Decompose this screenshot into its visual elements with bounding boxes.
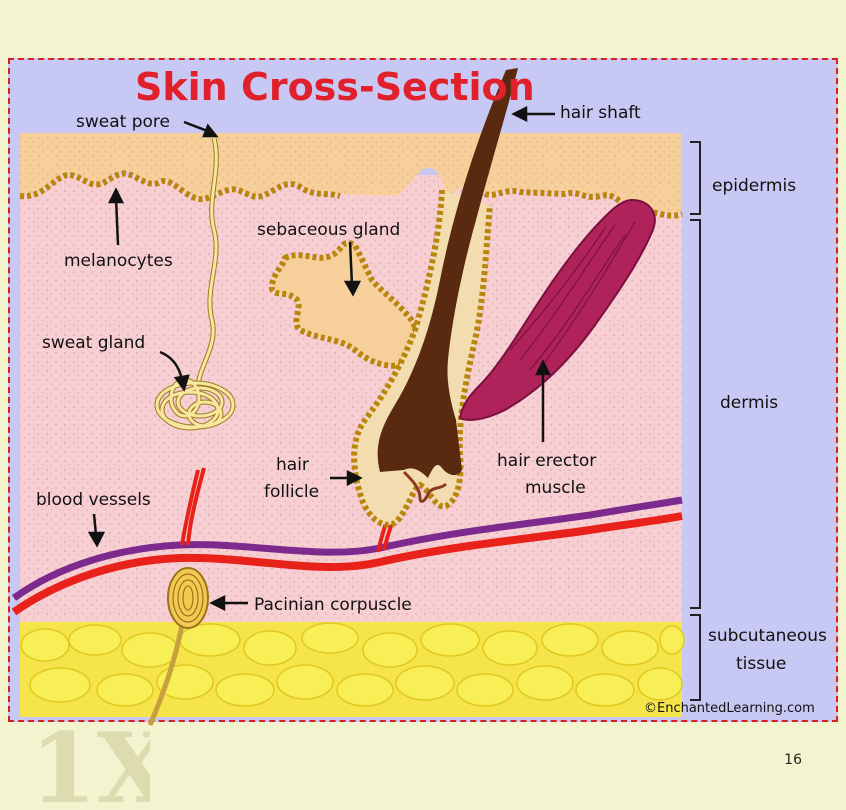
label-sebaceous-gland: sebaceous gland — [257, 220, 400, 240]
label-subcutaneous-1: subcutaneous — [708, 626, 827, 646]
label-hair-shaft: hair shaft — [560, 103, 641, 123]
label-blood-vessels: blood vessels — [36, 490, 151, 510]
label-subcutaneous-2: tissue — [736, 654, 786, 674]
diagram-title: Skin Cross-Section — [135, 65, 535, 109]
label-hair-follicle-1: hair — [276, 455, 309, 475]
label-dermis: dermis — [720, 393, 778, 413]
label-hair-erector-1: hair erector — [497, 451, 596, 471]
layer-brackets — [690, 142, 700, 700]
svg-text:1X: 1X — [30, 712, 150, 808]
label-sweat-gland: sweat gland — [42, 333, 145, 353]
credit-text: ©EnchantedLearning.com — [644, 701, 815, 716]
watermark-logo: 1X — [30, 712, 150, 808]
label-sweat-pore: sweat pore — [76, 112, 170, 132]
label-hair-follicle-2: follicle — [264, 482, 319, 502]
label-hair-erector-2: muscle — [525, 478, 586, 498]
label-melanocytes: melanocytes — [64, 251, 173, 271]
label-epidermis: epidermis — [712, 176, 796, 196]
label-pacinian-corpuscle: Pacinian corpuscle — [254, 595, 412, 615]
page-number: 16 — [784, 752, 802, 768]
